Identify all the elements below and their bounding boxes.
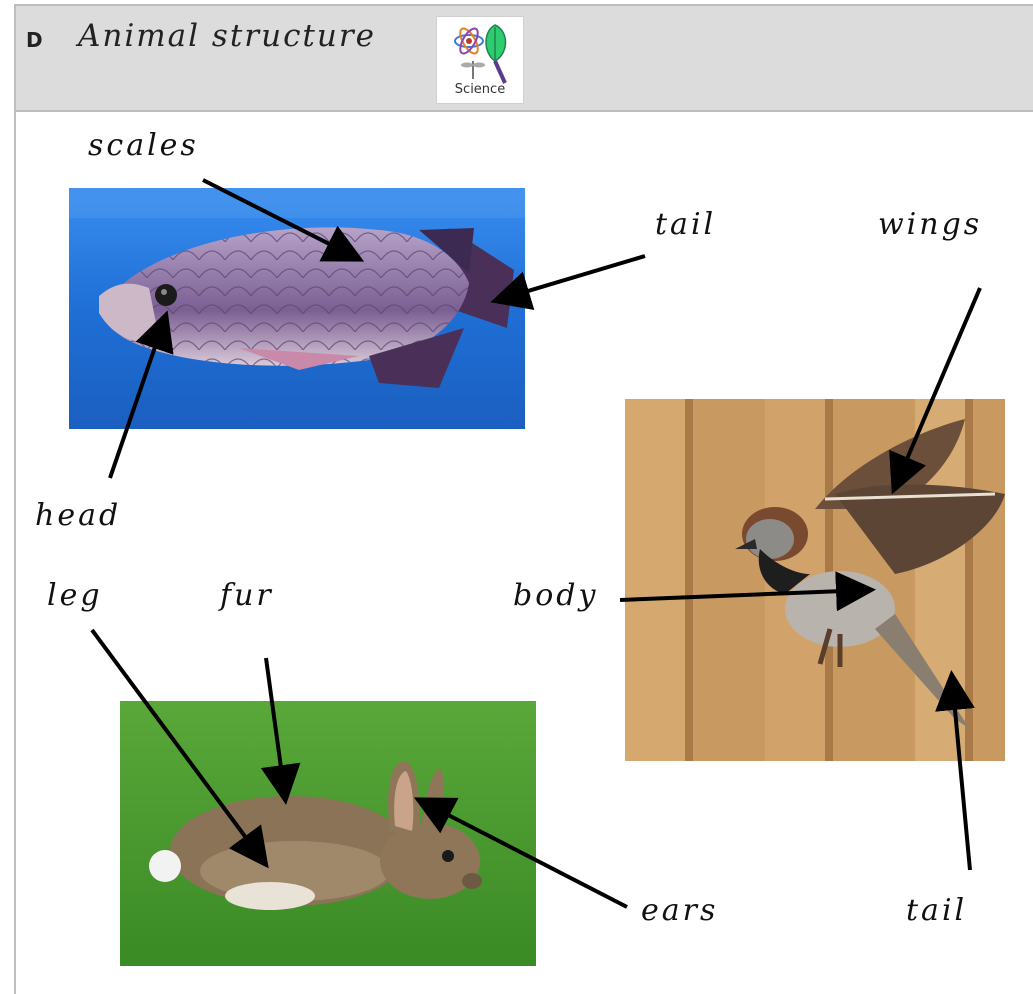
arrow-leg (90, 628, 269, 869)
science-badge: Science (436, 16, 524, 104)
arrow-scales (202, 178, 365, 262)
arrow-body (619, 571, 876, 612)
rabbit-photo (120, 701, 536, 966)
arrow-head (108, 310, 174, 479)
label-fish-tail: tail (655, 207, 717, 242)
label-head: head (35, 498, 122, 533)
label-body: body (513, 578, 599, 613)
header-bar: D Animal structure Science (16, 6, 1033, 112)
page-title: Animal structure (78, 18, 377, 54)
label-fur: fur (220, 578, 274, 613)
section-letter: D (26, 28, 43, 52)
arrow-ears (413, 797, 628, 909)
arrow-wings (889, 287, 982, 495)
label-bird-tail: tail (906, 893, 968, 928)
science-logo-icon (454, 24, 507, 84)
page-frame (14, 4, 1033, 994)
arrow-fur (260, 657, 301, 805)
label-scales: scales (88, 128, 199, 163)
label-ears: ears (641, 893, 719, 928)
science-badge-label: Science (454, 82, 506, 97)
label-leg: leg (47, 578, 103, 613)
label-wings: wings (878, 207, 983, 242)
arrow-fish-tail (490, 254, 646, 310)
arrow-bird-tail (935, 670, 975, 871)
